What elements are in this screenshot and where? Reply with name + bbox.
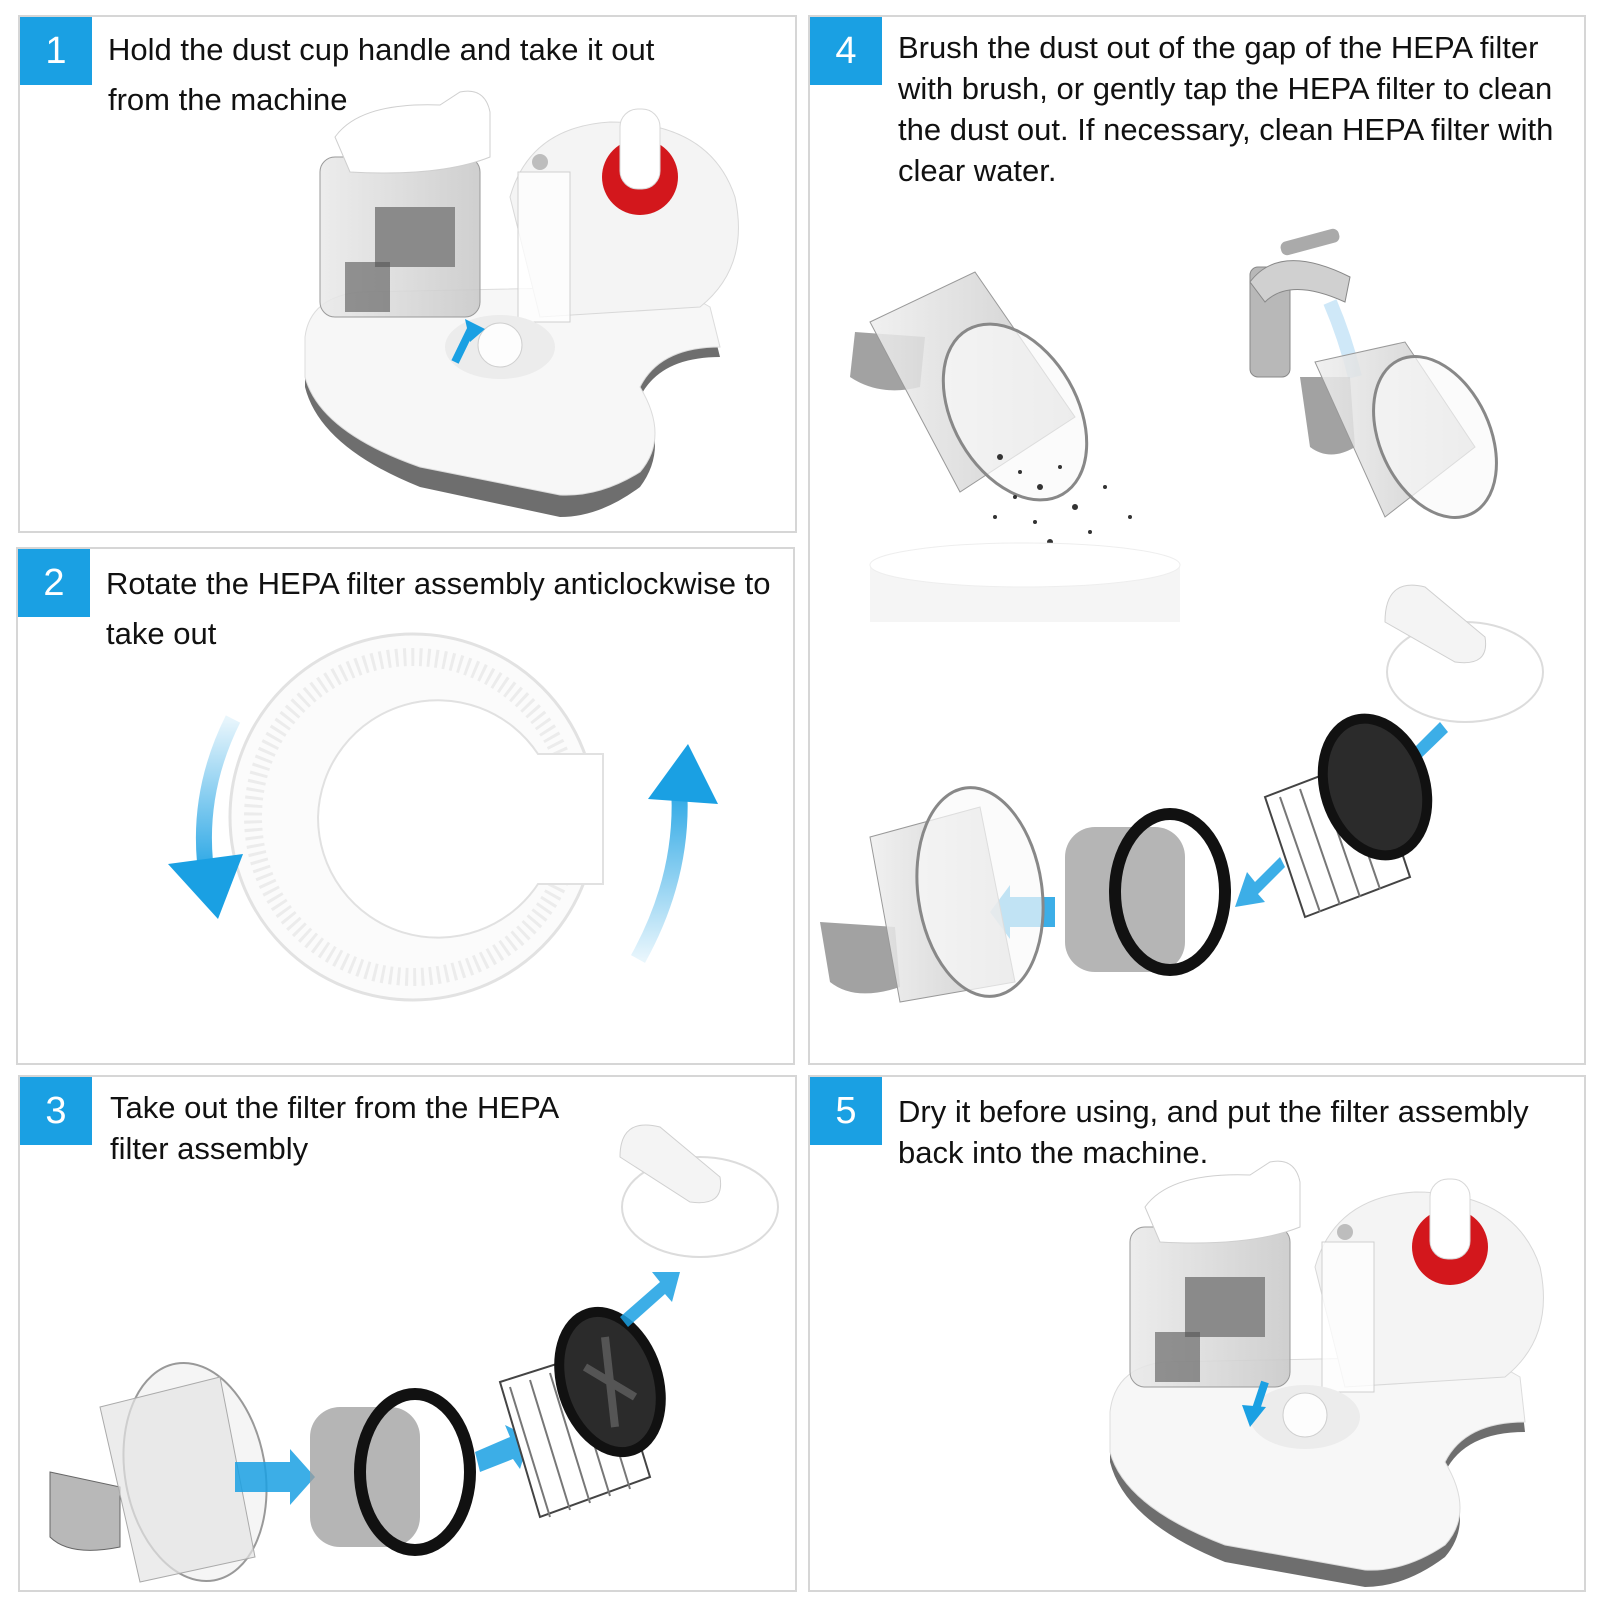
cleaning-illustration [820, 228, 1544, 1003]
step-panel-2: 2 Rotate the HEPA filter assembly anticl… [16, 547, 795, 1065]
step-number-badge: 3 [20, 1077, 92, 1145]
blue-arrow-icon [631, 744, 718, 963]
vacuum-cleaner-icon [1109, 1160, 1544, 1587]
step-caption: Rotate the HEPA filter assembly anticloc… [106, 566, 771, 651]
step-number-badge: 5 [810, 1077, 882, 1145]
step-caption: Take out the filter from the HEPA filter… [110, 1090, 558, 1166]
step-caption: Hold the dust cup handle and take it out… [108, 32, 655, 117]
filter-cover-icon [168, 632, 718, 1002]
step-number-badge: 1 [20, 17, 92, 85]
step-number-badge: 4 [810, 17, 882, 85]
step-panel-3: 3 Take out the filter from the HEPA filt… [18, 1075, 797, 1592]
step-caption: Dry it before using, and put the filter … [898, 1094, 1529, 1170]
dust-cup-icon [850, 271, 1089, 502]
dust-cup-icon [820, 786, 1045, 1003]
step-number-badge: 2 [18, 549, 90, 617]
dust-cup-icon [1300, 341, 1498, 519]
hepa-filter-icon [1263, 713, 1433, 919]
filter-parts-icon [49, 1124, 779, 1583]
step-panel-4: 4 Brush the dust out of the gap of the H… [808, 15, 1586, 1065]
vacuum-cleaner-icon [304, 90, 739, 517]
step-caption: Brush the dust out of the gap of the HEP… [898, 30, 1554, 188]
step-panel-1: 1 Hold the dust cup handle and take it o… [18, 15, 797, 533]
blue-arrow-icon [168, 715, 243, 919]
dust-cup-icon [49, 1361, 268, 1583]
mesh-filter-icon [1065, 808, 1231, 976]
mesh-filter-icon [310, 1388, 476, 1556]
hepa-filter-icon [498, 1306, 666, 1519]
faucet-icon [1249, 228, 1351, 378]
step-panel-5: 5 Dry it before using, and put the filte… [808, 1075, 1586, 1592]
